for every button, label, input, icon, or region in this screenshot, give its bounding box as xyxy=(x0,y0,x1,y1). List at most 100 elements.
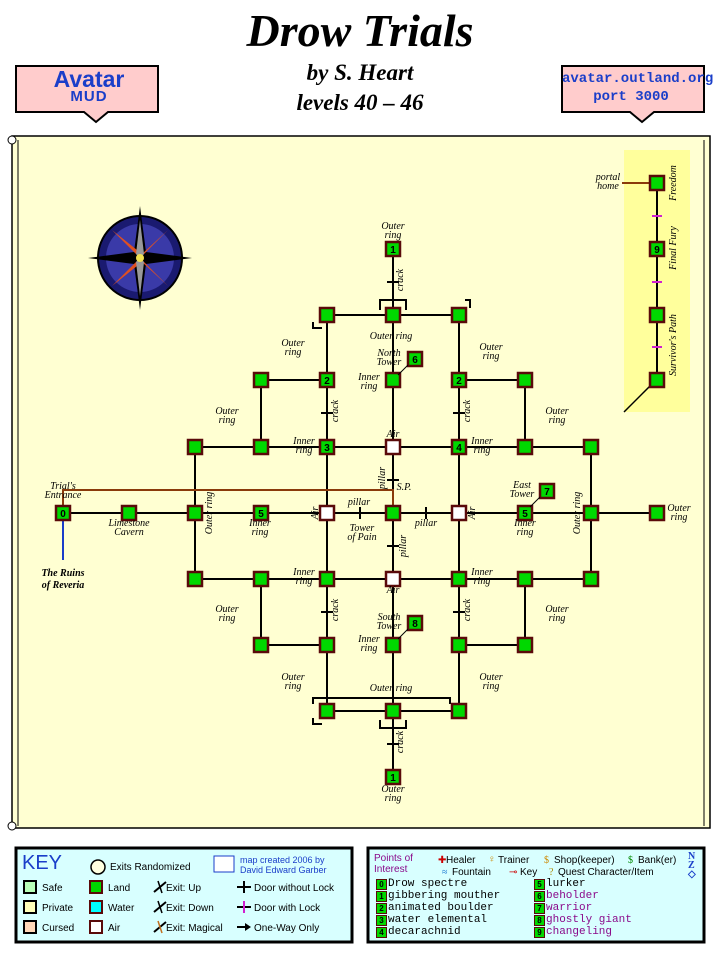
land-room[interactable] xyxy=(252,371,270,389)
badge-pointer xyxy=(397,628,409,640)
map-label: Air xyxy=(386,429,400,440)
land-room[interactable] xyxy=(516,438,534,456)
key-exit-up: Exit: Up xyxy=(166,883,202,894)
exit-arm xyxy=(157,880,163,894)
land-room[interactable] xyxy=(516,371,534,389)
trainer-icon: ♀ xyxy=(488,854,496,865)
land-room[interactable] xyxy=(384,702,402,720)
key-one-way: One-Way Only xyxy=(254,923,320,934)
land-room[interactable] xyxy=(186,570,204,588)
land-room[interactable] xyxy=(648,371,666,389)
land-room[interactable] xyxy=(384,768,402,786)
air-room[interactable] xyxy=(318,504,336,522)
banner-left-shape xyxy=(15,65,159,124)
room-mob-number: 1 xyxy=(390,245,396,256)
mob-badge xyxy=(538,482,556,500)
map-label: Trial's xyxy=(50,481,76,492)
land-room[interactable] xyxy=(54,504,72,522)
land-room[interactable] xyxy=(384,504,402,522)
land-room[interactable] xyxy=(648,504,666,522)
map-label: pillar xyxy=(398,535,409,558)
land-room[interactable] xyxy=(252,504,270,522)
land-room[interactable] xyxy=(318,438,336,456)
air-room[interactable] xyxy=(450,504,468,522)
map-label: pillar xyxy=(347,497,370,508)
land-room[interactable] xyxy=(450,371,468,389)
map-label: Cavern xyxy=(114,527,143,538)
poi-mob-number: 2 xyxy=(376,903,387,914)
land-room[interactable] xyxy=(384,240,402,258)
air-room[interactable] xyxy=(384,438,402,456)
land-room[interactable] xyxy=(318,702,336,720)
land-room[interactable] xyxy=(516,504,534,522)
land-room[interactable] xyxy=(318,636,336,654)
map-label: Outer ring xyxy=(370,683,413,694)
poi-mob-name: beholder xyxy=(546,890,599,902)
land-room[interactable] xyxy=(384,371,402,389)
land-room[interactable] xyxy=(450,702,468,720)
land-room[interactable] xyxy=(450,636,468,654)
land-room[interactable] xyxy=(450,570,468,588)
map-label: pillar xyxy=(377,467,388,490)
poi-bank: Bank(er) xyxy=(638,855,677,866)
exit-arm xyxy=(157,900,163,914)
map-label: Inner xyxy=(292,567,315,578)
land-room[interactable] xyxy=(186,438,204,456)
map-label: Tower xyxy=(350,523,375,534)
land-room[interactable] xyxy=(648,174,666,192)
map-label: of Reveria xyxy=(42,580,85,591)
mob-badge xyxy=(406,350,424,368)
land-room[interactable] xyxy=(384,306,402,324)
badge-pointer xyxy=(529,496,541,508)
room-mob-number: 2 xyxy=(456,376,462,387)
land-room[interactable] xyxy=(648,306,666,324)
air-room[interactable] xyxy=(384,570,402,588)
land-room[interactable] xyxy=(252,636,270,654)
map-label: Outer ring xyxy=(370,331,413,342)
key-water: Water xyxy=(108,903,135,914)
land-room[interactable] xyxy=(318,371,336,389)
scroll-curl-icon xyxy=(7,135,17,145)
server-host: avatar.outland.org xyxy=(562,71,714,87)
exits-randomized-icon xyxy=(90,859,106,875)
room-mob-number: 3 xyxy=(324,443,330,454)
key-exit-down: Exit: Down xyxy=(166,903,214,914)
land-room[interactable] xyxy=(252,570,270,588)
map-label: Survivor's Path xyxy=(668,314,679,376)
map-label: Inner xyxy=(357,634,380,645)
map-label: crack xyxy=(395,268,406,291)
land-room[interactable] xyxy=(318,570,336,588)
map-label: Outer xyxy=(545,604,568,615)
map-oneway-loop xyxy=(379,299,407,310)
land-room[interactable] xyxy=(450,438,468,456)
poi-mob-number: 1 xyxy=(376,891,387,902)
land-room[interactable] xyxy=(648,240,666,258)
map-label: ring xyxy=(252,527,269,538)
key-credit-line1: map created 2006 by xyxy=(240,855,325,865)
map-label: ring xyxy=(549,415,566,426)
land-room[interactable] xyxy=(384,636,402,654)
land-room[interactable] xyxy=(318,306,336,324)
land-room[interactable] xyxy=(120,504,138,522)
map-label: Outer xyxy=(281,338,304,349)
land-room[interactable] xyxy=(450,306,468,324)
map-label: crack xyxy=(395,730,406,753)
map-label: of Pain xyxy=(347,532,376,543)
poi-mob-name: changeling xyxy=(546,926,613,938)
map-label: crack xyxy=(330,399,341,422)
map-label: Outer ring xyxy=(572,492,583,535)
land-room[interactable] xyxy=(582,570,600,588)
map-label: Inner xyxy=(470,567,493,578)
land-room[interactable] xyxy=(582,504,600,522)
land-room[interactable] xyxy=(516,636,534,654)
map-label: Tower xyxy=(377,357,402,368)
land-room[interactable] xyxy=(582,438,600,456)
poi-mob-number: 8 xyxy=(534,915,545,926)
land-room[interactable] xyxy=(252,438,270,456)
map-label: ring xyxy=(517,527,534,538)
land-room[interactable] xyxy=(186,504,204,522)
land-room[interactable] xyxy=(516,570,534,588)
water-swatch xyxy=(89,900,103,914)
map-label: crack xyxy=(330,598,341,621)
